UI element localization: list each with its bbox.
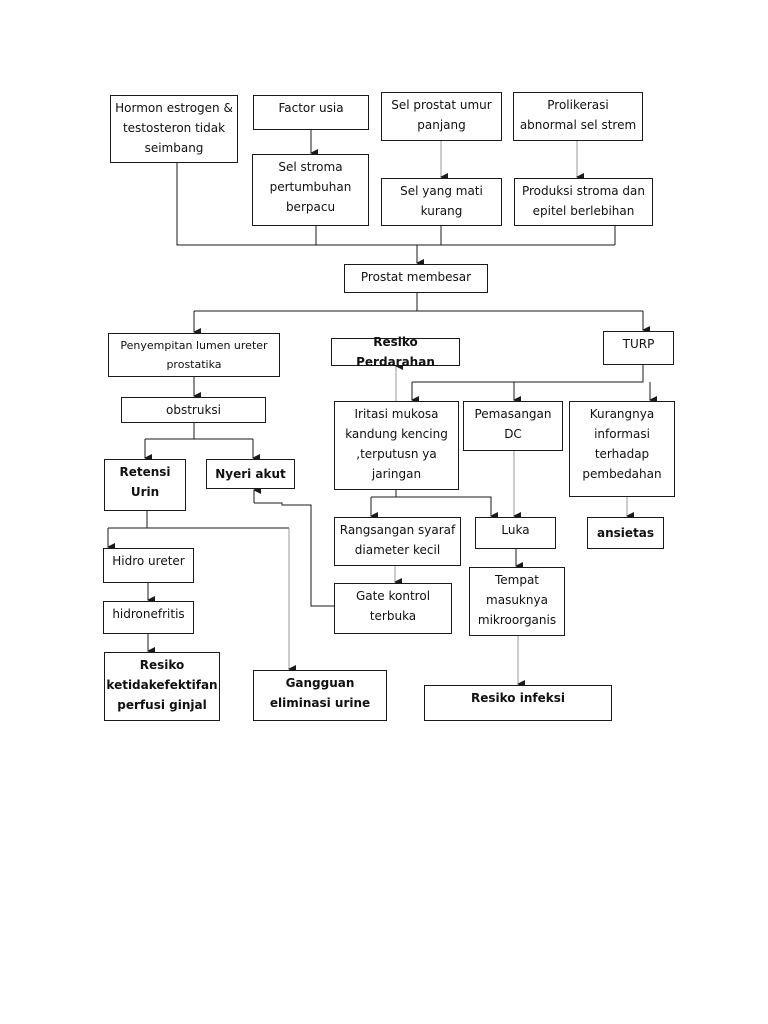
- node-nyeri-akut-label: Nyeri akut: [215, 467, 286, 481]
- node-sel-prostat: Sel prostat umur panjang: [381, 92, 502, 141]
- node-hidronefritis: hidronefritis: [103, 601, 194, 634]
- node-pemasangan-dc-label: Pemasangan DC: [474, 407, 552, 441]
- node-prostat-membesar-label: Prostat membesar: [360, 270, 472, 284]
- edge-gate-to-nyeri: [254, 502, 334, 607]
- node-prolikerasi: Prolikerasi abnormal sel strem: [513, 92, 643, 141]
- node-nyeri-akut: Nyeri akut: [206, 459, 295, 489]
- node-kurangnya-info-label: Kurangnya informasi terhadap pembedahan: [582, 407, 662, 481]
- edge-iritasi-branch: [371, 490, 492, 503]
- node-hidro-ureter-label: Hidro ureter: [112, 554, 185, 568]
- node-ansietas-label: ansietas: [596, 526, 654, 540]
- node-rangsangan-label: Rangsangan syaraf diameter kecil: [339, 523, 456, 557]
- node-resiko-infeksi: Resiko infeksi: [424, 685, 612, 721]
- node-produksi-stroma-label: Produksi stroma dan epitel berlebihan: [521, 184, 645, 218]
- edge-collector: [176, 162, 616, 246]
- node-resiko-ginjal: Resiko ketidakefektifan perfusi ginjal: [104, 652, 220, 721]
- node-turp: TURP: [603, 331, 674, 365]
- node-gate-kontrol-label: Gate kontrol terbuka: [355, 589, 431, 623]
- node-sel-mati: Sel yang mati kurang: [381, 178, 502, 226]
- node-pemasangan-dc: Pemasangan DC: [463, 401, 563, 451]
- node-resiko-ginjal-label: Resiko ketidakefektifan perfusi ginjal: [106, 658, 218, 712]
- node-obstruksi-label: obstruksi: [166, 403, 221, 417]
- node-kurangnya-info: Kurangnya informasi terhadap pembedahan: [569, 401, 675, 497]
- node-ansietas: ansietas: [587, 517, 664, 549]
- node-produksi-stroma: Produksi stroma dan epitel berlebihan: [514, 178, 653, 226]
- node-factor-usia: Factor usia: [253, 95, 369, 130]
- node-factor-usia-label: Factor usia: [278, 101, 344, 115]
- node-sel-stroma: Sel stroma pertumbuhan berpacu: [252, 154, 369, 226]
- node-gangguan-eliminasi-label: Gangguan eliminasi urine: [269, 676, 371, 710]
- node-rangsangan: Rangsangan syaraf diameter kecil: [334, 517, 461, 566]
- node-sel-stroma-label: Sel stroma pertumbuhan berpacu: [269, 160, 352, 214]
- node-hidro-ureter: Hidro ureter: [103, 548, 194, 583]
- node-hidronefritis-label: hidronefritis: [112, 607, 185, 621]
- node-turp-label: TURP: [622, 337, 655, 351]
- node-retensi-urin-label: Retensi Urin: [119, 465, 171, 499]
- node-tempat-masuk: Tempat masuknya mikroorganis: [469, 567, 565, 636]
- edge-obstruksi-branch: [145, 423, 253, 440]
- node-tempat-masuk-label: Tempat masuknya mikroorganis: [477, 573, 557, 627]
- node-sel-prostat-label: Sel prostat umur panjang: [391, 98, 492, 132]
- node-iritasi-label: Iritasi mukosa kandung kencing ,terputus…: [345, 407, 448, 481]
- node-luka-label: Luka: [501, 523, 530, 537]
- node-prostat-membesar: Prostat membesar: [344, 264, 488, 293]
- node-retensi-urin: Retensi Urin: [104, 459, 186, 511]
- node-hormon-label: Hormon estrogen & testosteron tidak seim…: [115, 101, 233, 155]
- node-luka: Luka: [475, 517, 556, 549]
- node-gate-kontrol: Gate kontrol terbuka: [334, 583, 452, 634]
- node-iritasi: Iritasi mukosa kandung kencing ,terputus…: [334, 401, 459, 490]
- node-resiko-perdarahan-label: Resiko Perdarahan: [356, 335, 435, 369]
- edge-prostat-branch: [194, 293, 643, 312]
- node-prolikerasi-label: Prolikerasi abnormal sel strem: [519, 98, 637, 132]
- node-resiko-perdarahan: Resiko Perdarahan: [331, 335, 460, 369]
- node-hormon: Hormon estrogen & testosteron tidak seim…: [110, 95, 238, 163]
- node-obstruksi: obstruksi: [121, 397, 266, 423]
- node-gangguan-eliminasi: Gangguan eliminasi urine: [253, 670, 387, 721]
- node-penyempitan-label: Penyempitan lumen ureter prostatika: [120, 339, 268, 371]
- node-sel-mati-label: Sel yang mati kurang: [400, 184, 483, 218]
- edge-retensi-branch: [108, 511, 289, 529]
- node-penyempitan: Penyempitan lumen ureter prostatika: [108, 333, 280, 377]
- node-resiko-infeksi-label: Resiko infeksi: [471, 691, 565, 705]
